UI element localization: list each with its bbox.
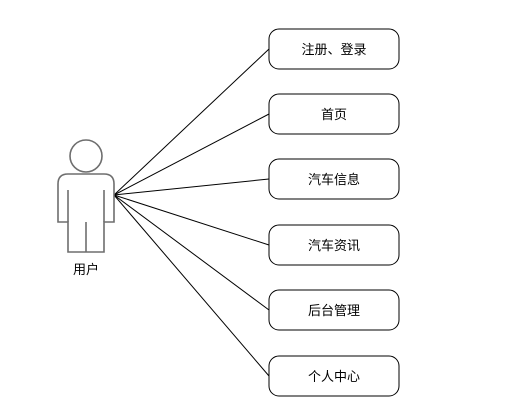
use-case-6: 个人中心 (268, 355, 400, 397)
use-case-3: 汽车信息 (268, 158, 400, 200)
actor-label: 用户 (73, 262, 99, 278)
use-case-box (268, 289, 400, 331)
use-case-label: 后台管理 (308, 304, 360, 319)
use-case-box (268, 93, 400, 135)
use-case-label: 首页 (321, 108, 347, 123)
association-line-4 (113, 194, 270, 246)
use-case-1: 注册、登录 (268, 28, 400, 70)
association-line-3 (113, 178, 270, 196)
actor: 用户 (57, 139, 115, 278)
association-line-5 (113, 194, 270, 311)
actor-body (57, 173, 115, 253)
use-case-box (268, 224, 400, 266)
use-case-box (268, 158, 400, 200)
use-case-4: 汽车资讯 (268, 224, 400, 266)
use-case-label: 汽车信息 (308, 172, 360, 188)
use-case-label: 汽车资讯 (308, 238, 360, 254)
association-line-1 (113, 48, 270, 196)
use-case-2: 首页 (268, 93, 400, 135)
use-case-5: 后台管理 (268, 289, 400, 331)
use-case-box (268, 28, 400, 70)
use-case-box (268, 355, 400, 397)
association-line-2 (113, 113, 270, 196)
use-case-label: 个人中心 (308, 370, 360, 385)
use-case-label: 注册、登录 (301, 43, 366, 58)
association-lines (113, 48, 270, 377)
association-line-6 (113, 194, 270, 377)
actor-head (69, 139, 103, 173)
